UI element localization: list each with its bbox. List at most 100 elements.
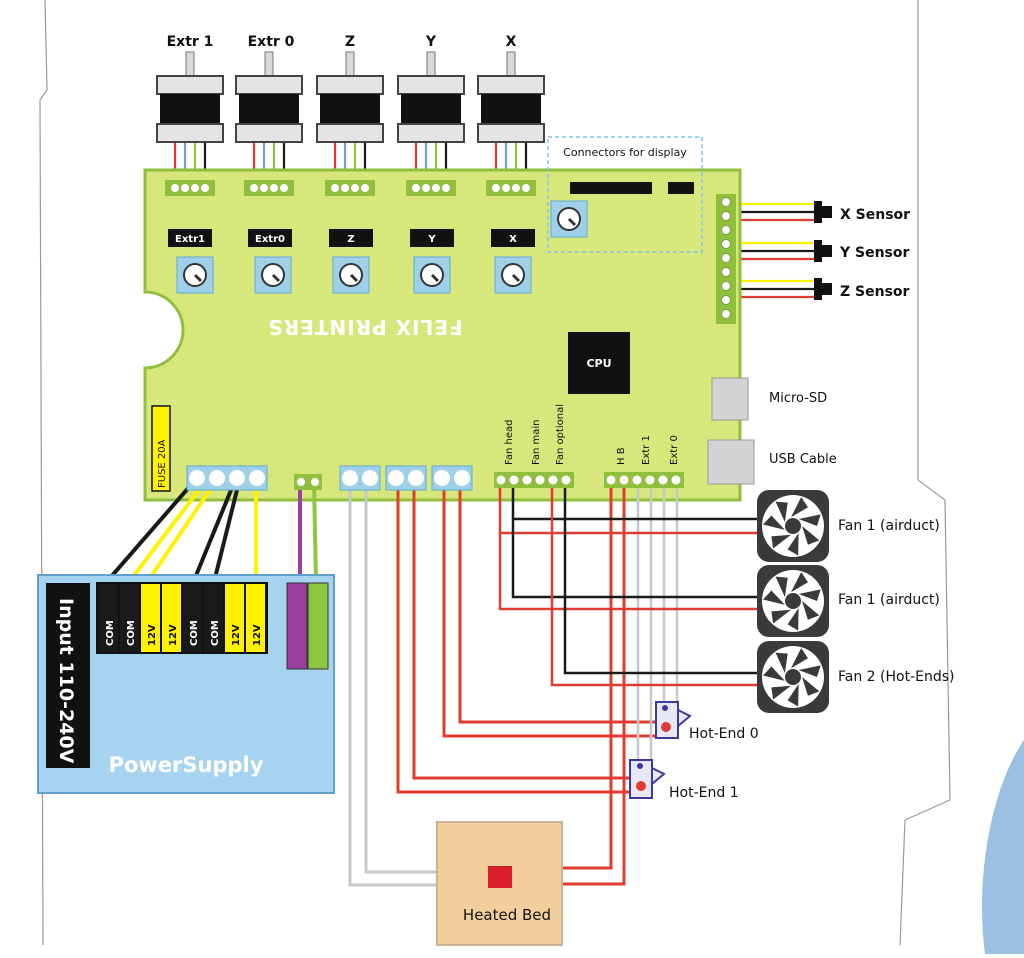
usb-port — [707, 439, 755, 485]
fan-blade — [763, 515, 785, 530]
sensor-header — [716, 194, 736, 324]
fan-blade — [787, 608, 799, 631]
psu-wire — [193, 477, 238, 579]
psu-terminal — [141, 584, 160, 652]
driver-label-y: Y — [427, 234, 436, 245]
connector-pin — [492, 184, 500, 192]
fan-label-3: Fan 2 (Hot-Ends) — [838, 669, 954, 685]
psu-terminal-label: 12V — [168, 624, 179, 646]
sensor-plug — [814, 278, 822, 300]
motor-label-extr0: Extr 0 — [248, 34, 295, 50]
heated-bed-connector — [488, 866, 512, 888]
connector-pin — [632, 475, 642, 485]
potentiometer-arrow — [567, 217, 577, 227]
screw-terminal — [408, 470, 424, 486]
motor-label-extr1: Extr 1 — [167, 34, 214, 50]
stepper-motors — [156, 51, 545, 143]
fan-blade — [763, 666, 785, 681]
fan-blade — [798, 514, 821, 527]
connector-pin — [509, 475, 519, 485]
fan-wire — [511, 519, 760, 599]
psu-terminal — [225, 584, 244, 652]
sensor-header-pin — [721, 211, 731, 221]
printer-frame — [39, 0, 951, 946]
screw-terminal — [362, 470, 378, 486]
fan-blade — [787, 533, 799, 556]
psu-wire — [130, 476, 210, 580]
hotend-0 — [655, 701, 692, 739]
connector-pin — [442, 184, 450, 192]
fan-hub — [785, 518, 801, 534]
psu-input-label: Input 110-240V — [55, 598, 77, 764]
display-connectors-label: Connectors for display — [563, 146, 687, 159]
motor-bottom-cap — [397, 123, 465, 143]
felix-logo: FELIX PRINTERS — [267, 315, 462, 339]
connector-pin — [297, 478, 305, 486]
psu-input-panel — [46, 583, 90, 768]
connector-pin — [645, 475, 655, 485]
potentiometer-arrow — [430, 273, 440, 283]
sensor-header-pin — [721, 239, 731, 249]
motor-label-z: Z — [345, 34, 355, 50]
motor-bottom-cap — [235, 123, 303, 143]
screw-terminal — [388, 470, 404, 486]
driver-labels: Extr1 Extr0 Z Y X — [168, 229, 535, 247]
connector-pin — [606, 475, 616, 485]
fan-blade — [802, 526, 820, 545]
motor-connector — [486, 180, 536, 196]
psu-terminal-label: 12V — [147, 624, 158, 646]
motor-body — [401, 94, 461, 124]
driver-label-extr1: Extr1 — [175, 234, 205, 245]
sensor-plug — [814, 201, 822, 223]
motor-label-y: Y — [425, 34, 437, 50]
fan-label-1: Fan 1 (airduct) — [838, 518, 940, 534]
sensor-plug-tab — [822, 206, 832, 218]
psu-terminal — [120, 584, 139, 652]
bed-wire — [364, 478, 490, 874]
potentiometer-arrow — [349, 273, 359, 283]
fuse — [151, 405, 171, 492]
side-arc — [981, 740, 1024, 954]
fan-hub — [785, 593, 801, 609]
connector-pin — [250, 184, 258, 192]
hotend-1-label: Hot-End 1 — [669, 785, 739, 801]
heater-header-label-extr1: Extr 1 — [641, 435, 652, 465]
connector-pin — [432, 184, 440, 192]
psu-terminal — [162, 584, 181, 652]
hotend-1 — [629, 759, 666, 799]
motor-body — [160, 94, 220, 124]
hotend-wire — [442, 478, 658, 738]
connector-pin — [496, 475, 506, 485]
fans — [757, 490, 829, 713]
connector-pin — [619, 475, 629, 485]
motor-shaft — [506, 51, 516, 77]
psu-terminal-label: COM — [189, 620, 200, 646]
connector-pin — [181, 184, 189, 192]
fan-hub — [785, 669, 801, 685]
fan-blade — [798, 589, 821, 602]
fan-blade — [802, 677, 820, 696]
connector-pin — [561, 475, 571, 485]
connector-pin — [502, 184, 510, 192]
connector-pin — [522, 184, 530, 192]
fuse-label: FUSE 20A — [157, 439, 168, 488]
psu-terminal-label: 12V — [252, 624, 263, 646]
connector-pin — [201, 184, 209, 192]
fan-blade — [763, 590, 785, 605]
motor-bottom-cap — [316, 123, 384, 143]
connector-pin — [671, 475, 681, 485]
usb-label: USB Cable — [769, 452, 837, 467]
motor-label-x: X — [506, 34, 517, 50]
potentiometers — [176, 200, 588, 294]
sensor-plug-tab — [822, 245, 832, 257]
fan-blade — [771, 609, 791, 624]
potentiometer-arrow — [193, 273, 203, 283]
motor-connector — [244, 180, 294, 196]
hotend-0-label: Hot-End 0 — [689, 726, 759, 742]
connector-pin — [361, 184, 369, 192]
psu-terminal — [183, 584, 202, 652]
motor-body — [239, 94, 299, 124]
psu-terminal-label: COM — [105, 620, 116, 646]
psu-terminal-label: COM — [210, 620, 221, 646]
